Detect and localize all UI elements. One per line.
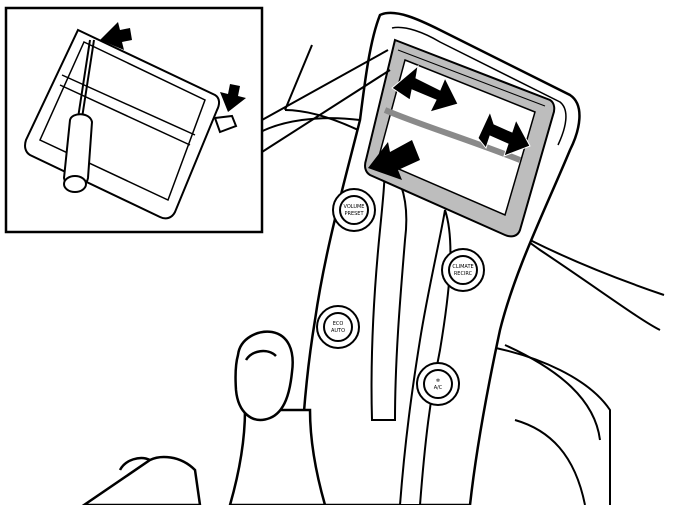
arrow-icon <box>220 84 246 112</box>
button-label: A/C <box>434 385 443 391</box>
button-label: ❄ <box>436 378 440 384</box>
button-climate-recirc[interactable]: CLIMATE RECIRC <box>441 248 485 292</box>
gear-shift-lever <box>79 330 327 507</box>
button-ac[interactable]: ❄ A/C <box>416 362 460 406</box>
arrow-icon <box>368 140 420 180</box>
button-label: VOLUME <box>344 204 365 210</box>
button-eco-auto[interactable]: ECO AUTO <box>316 305 360 349</box>
button-label: RECIRC <box>454 271 473 277</box>
button-label: CLIMATE <box>452 264 473 270</box>
arrow-icon <box>100 22 132 50</box>
screwdriver-icon <box>62 39 95 193</box>
callout-lines <box>261 49 391 153</box>
button-label: ECO <box>333 321 344 327</box>
inset-detail <box>4 6 264 234</box>
dashboard-outline <box>254 44 665 506</box>
button-volume-preset[interactable]: VOLUME PRESET <box>332 188 376 232</box>
button-label: PRESET <box>344 211 364 217</box>
button-label: AUTO <box>331 328 345 334</box>
double-arrow-icon <box>391 64 459 113</box>
double-arrow-icon <box>477 110 531 157</box>
